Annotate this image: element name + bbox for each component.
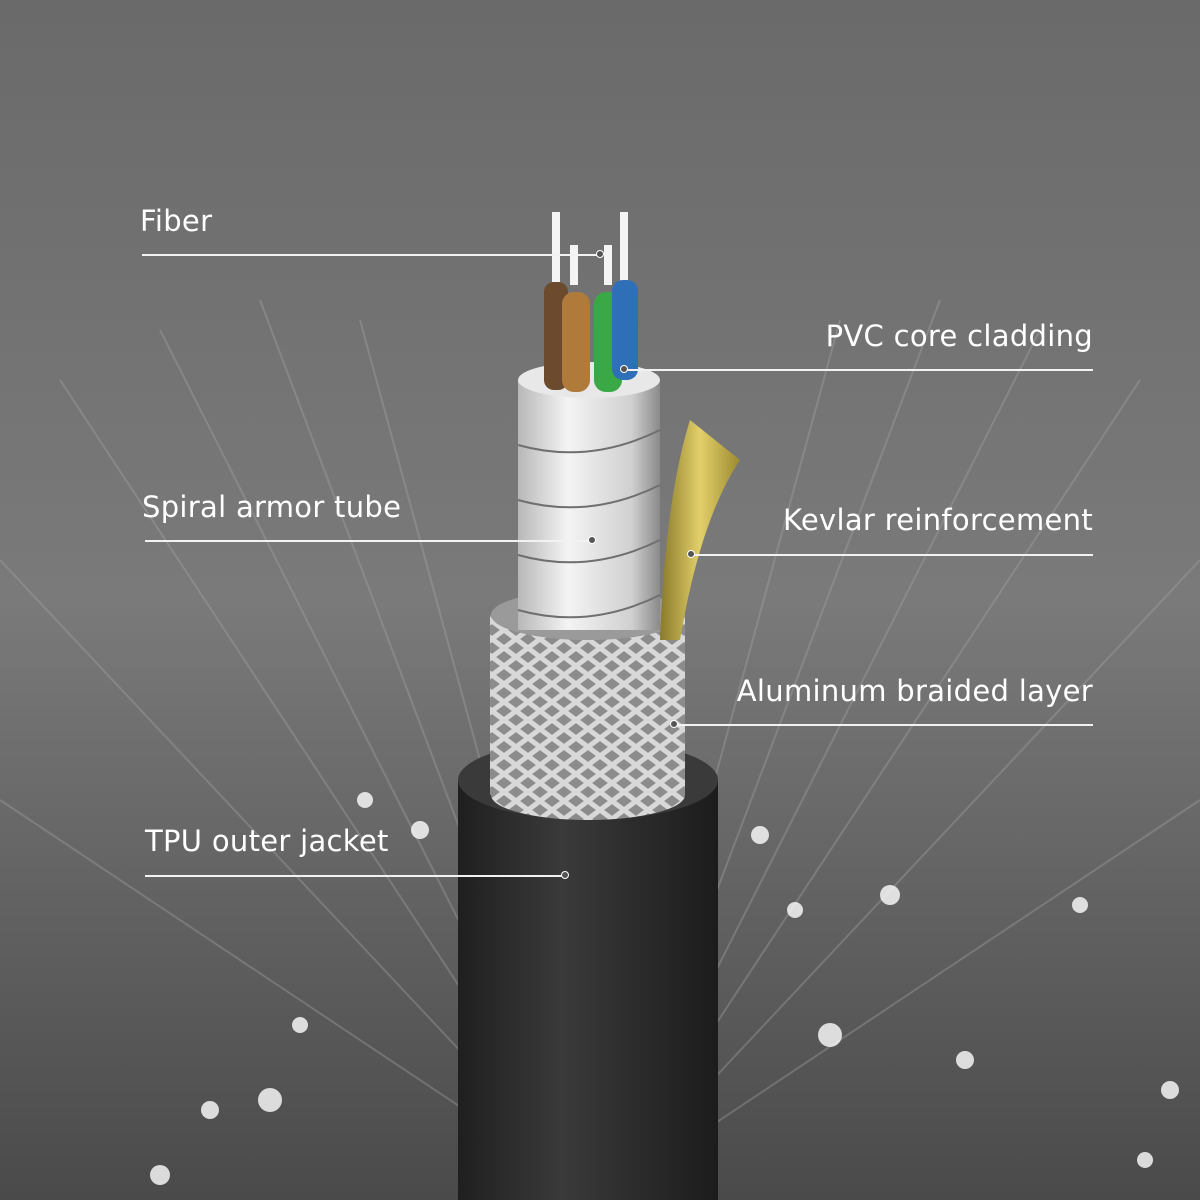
label-fiber: Fiber [140, 204, 213, 238]
light-dots [150, 792, 1179, 1185]
leader-line-pvc [627, 369, 1093, 371]
anchor-dot-braid [670, 720, 678, 728]
leader-line-spiral [145, 540, 590, 542]
leader-line-kevlar [694, 554, 1093, 556]
label-spiral-armor-tube: Spiral armor tube [142, 490, 402, 524]
label-tpu-outer-jacket: TPU outer jacket [145, 824, 389, 858]
anchor-dot-spiral [588, 536, 596, 544]
anchor-dot-pvc [620, 365, 628, 373]
leader-line-braid [677, 724, 1093, 726]
label-pvc-core-cladding: PVC core cladding [825, 319, 1093, 353]
anchor-dot-kevlar [687, 550, 695, 558]
anchor-dot-tpu [561, 871, 569, 879]
leader-line-tpu [145, 875, 563, 877]
anchor-dot-fiber [596, 250, 604, 258]
label-aluminum-braided-layer: Aluminum braided layer [736, 674, 1093, 708]
label-kevlar-reinforcement: Kevlar reinforcement [783, 503, 1093, 537]
leader-line-fiber [142, 254, 598, 256]
